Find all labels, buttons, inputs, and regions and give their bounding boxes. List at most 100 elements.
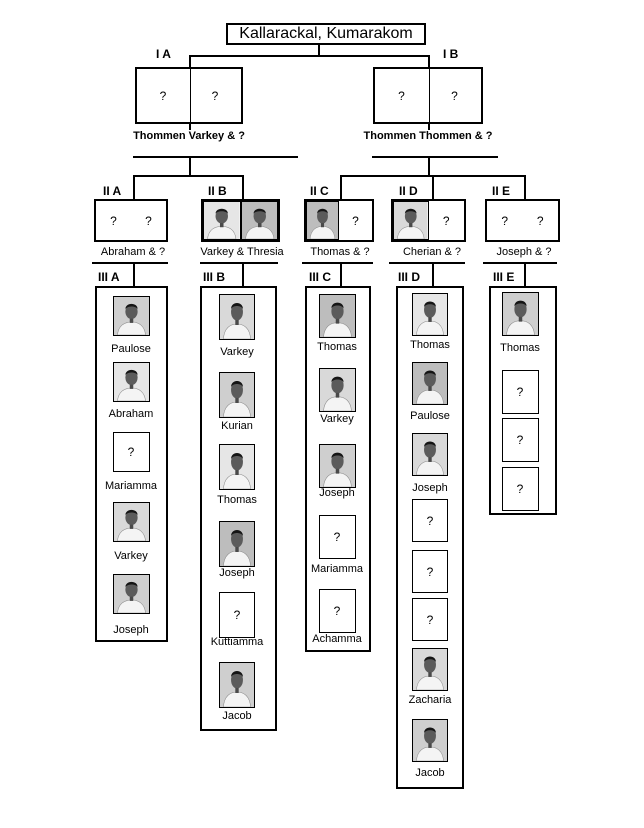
unknown-photo-box: ?	[412, 598, 448, 641]
connector-line	[318, 45, 320, 57]
unknown-photo-box: ?	[501, 370, 539, 414]
couple-box: ??	[94, 199, 168, 242]
connector-line	[133, 175, 135, 200]
portrait-photo	[393, 201, 429, 240]
child-name: Achamma	[312, 633, 362, 645]
child-name: Joseph	[219, 567, 255, 579]
child-name: Joseph	[412, 482, 448, 494]
connector-line	[200, 262, 278, 264]
child-name: Thomas	[317, 341, 357, 353]
child-name: Jacob	[415, 767, 445, 779]
portrait-photo	[318, 294, 356, 338]
spouse-unknown: ?	[211, 88, 219, 103]
spouse-unknown: ?	[442, 213, 450, 228]
spouse-unknown: ?	[110, 213, 117, 228]
child-name: Varkey	[114, 550, 148, 562]
generation-label: II B	[208, 184, 227, 198]
generation-label: II A	[103, 184, 122, 198]
tree-title: Kallarackal, Kumarakom	[226, 23, 426, 45]
unknown-photo-box: ?	[412, 550, 448, 593]
spouse-unknown: ?	[451, 88, 458, 103]
spouse-unknown: ?	[352, 213, 359, 228]
child-name: Paulose	[111, 343, 151, 355]
generation-label: II D	[399, 184, 418, 198]
generation-label: III C	[309, 270, 332, 284]
portrait-photo	[219, 662, 255, 708]
child-name: Paulose	[410, 410, 450, 422]
generation-label: III D	[398, 270, 421, 284]
portrait-photo	[112, 502, 150, 542]
portrait-photo	[501, 292, 539, 336]
portrait-photo	[219, 521, 255, 567]
generation-label: III A	[98, 270, 120, 284]
connector-line	[340, 262, 342, 288]
connector-line	[189, 124, 191, 130]
portrait-photo	[412, 719, 448, 762]
child-name: Zacharia	[408, 694, 452, 706]
spouse-unknown: ?	[536, 213, 544, 228]
unknown-photo-box: ?	[219, 592, 255, 638]
spouse-unknown: ?	[145, 213, 152, 228]
portrait-photo	[219, 444, 255, 490]
portrait-photo	[306, 201, 339, 240]
portrait-photo	[412, 648, 448, 691]
couple-box: ??	[135, 67, 243, 124]
children-column	[200, 286, 277, 731]
child-name: Thomas	[410, 339, 450, 351]
generation-label: III E	[493, 270, 515, 284]
child-name: Thomas	[500, 342, 540, 354]
unknown-photo-box: ?	[112, 432, 150, 472]
connector-line	[524, 262, 526, 288]
couple-name: Thomas & ?	[310, 246, 370, 258]
connector-line	[242, 175, 244, 200]
child-name: Joseph	[319, 487, 355, 499]
portrait-photo	[240, 201, 278, 240]
connector-line	[428, 157, 430, 175]
connector-line	[133, 175, 242, 177]
unknown-photo-box: ?	[501, 467, 539, 511]
child-name: Kurian	[221, 420, 253, 432]
couple-name: Varkey & Thresia	[200, 246, 284, 258]
portrait-photo	[219, 294, 255, 340]
couple-box: ??	[373, 67, 483, 124]
connector-line	[302, 262, 373, 264]
child-name: Varkey	[220, 346, 254, 358]
child-name: Mariamma	[105, 480, 157, 492]
portrait-photo	[412, 293, 448, 336]
connector-line	[340, 175, 342, 200]
unknown-photo-box: ?	[318, 515, 356, 559]
connector-line	[524, 175, 526, 200]
portrait-photo	[112, 296, 150, 336]
couple-name: Abraham & ?	[100, 246, 166, 258]
spouse-unknown: ?	[501, 213, 509, 228]
connector-line	[389, 262, 465, 264]
couple-box: ??	[485, 199, 560, 242]
couple-name: Thommen Thommen & ?	[363, 130, 493, 142]
portrait-photo	[318, 368, 356, 412]
connector-line	[432, 262, 434, 288]
generation-label: I A	[156, 47, 171, 61]
connector-line	[428, 55, 430, 68]
portrait-photo	[219, 372, 255, 418]
couple-divider	[429, 69, 430, 122]
couple-name: Thommen Varkey & ?	[133, 130, 245, 142]
connector-line	[92, 262, 168, 264]
connector-line	[372, 156, 498, 158]
child-name: Jacob	[222, 710, 252, 722]
connector-line	[189, 55, 428, 57]
child-name: Kuttiamma	[210, 636, 264, 648]
portrait-photo	[318, 444, 356, 488]
generation-label: II E	[492, 184, 511, 198]
child-name: Joseph	[113, 624, 149, 636]
generation-label: II C	[310, 184, 329, 198]
child-name: Mariamma	[311, 563, 363, 575]
connector-line	[189, 157, 191, 175]
generation-label: I B	[443, 47, 459, 61]
child-name: Thomas	[217, 494, 257, 506]
spouse-unknown: ?	[398, 88, 405, 103]
portrait-photo	[203, 201, 241, 240]
unknown-photo-box: ?	[501, 418, 539, 462]
connector-line	[432, 175, 434, 200]
unknown-photo-box: ?	[318, 589, 356, 633]
